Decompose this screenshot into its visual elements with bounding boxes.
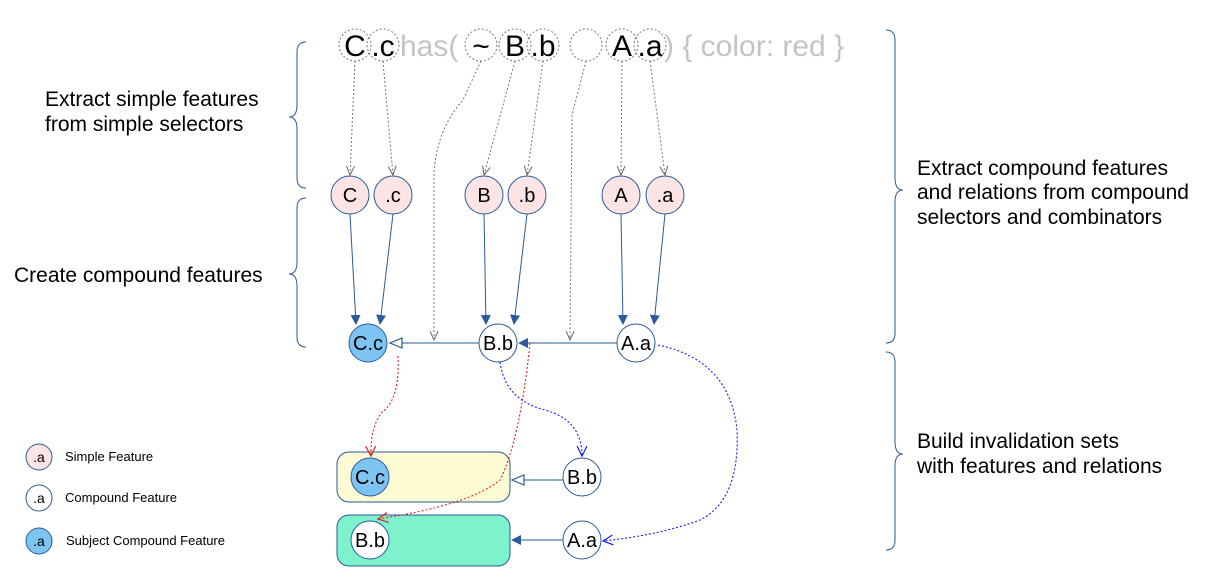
legend-symbol: .a	[33, 490, 45, 506]
set-source-label: A.a	[567, 530, 598, 552]
token-has: has(	[400, 30, 458, 63]
arrow-extract-dot-c	[382, 60, 393, 175]
compound-label: B.b	[483, 333, 513, 355]
brace-build-sets	[885, 351, 904, 551]
arrow-extract-dot-a	[649, 60, 665, 175]
arrow-compose-dot-c	[376, 213, 394, 325]
token-A: A	[612, 30, 632, 63]
subject-compound-feature	[348, 323, 388, 363]
build-arrow-right-blue	[603, 344, 738, 541]
simple-feature-label: A	[614, 185, 628, 207]
label-extract-compound-line3: selectors and combinators	[917, 206, 1162, 229]
annotations: Extract simple features from simple sele…	[14, 88, 1189, 478]
brace-create-compound	[288, 197, 307, 348]
arrow-combinator-descendant	[570, 60, 587, 340]
compound-label: C.c	[353, 333, 383, 355]
legend-symbol: .a	[33, 533, 45, 549]
arrow-extract-dot-b	[527, 60, 544, 175]
token-C: C	[344, 30, 366, 63]
build-arrow-middle	[378, 342, 531, 519]
simple-feature-label: .b	[519, 185, 536, 207]
brace-extract-compound	[885, 29, 904, 344]
simple-feature-label: C	[343, 185, 357, 207]
simple-features: C .c B .b A .a	[330, 175, 685, 215]
label-build-sets-line2: with features and relations	[916, 455, 1162, 478]
simple-feature-label: B	[477, 185, 490, 207]
legend-subject-label: Subject Compound Feature	[66, 533, 225, 548]
compound-feature-B-b	[478, 323, 518, 363]
label-extract-compound-line1: Extract compound features	[917, 157, 1168, 180]
legend-simple-label: Simple Feature	[65, 449, 153, 464]
simple-feature-label: .c	[385, 185, 401, 207]
set1-source-feature	[562, 457, 602, 497]
token-dot-a: .a	[637, 30, 662, 63]
label-extract-simple-line2: from simple selectors	[45, 113, 243, 136]
build-arrow-middle-blue	[499, 361, 582, 456]
legend-symbol: .a	[33, 449, 45, 465]
token-circle-space	[569, 28, 603, 62]
brace-extract-simple	[288, 41, 307, 189]
set-inner-label: C.c	[355, 467, 385, 489]
compound-label: A.a	[621, 333, 652, 355]
arrow-extract-B	[484, 60, 516, 175]
invalidation-sets: C.c B.b B.b A.a	[336, 451, 602, 567]
arrow-compose-dot-b	[510, 213, 528, 325]
legend-simple-swatch	[25, 443, 53, 471]
legend-subject-swatch	[25, 527, 53, 555]
extraction-arrows	[350, 60, 665, 340]
token-tilde: ~	[472, 30, 490, 63]
build-arrows	[371, 342, 738, 541]
token-B: B	[505, 30, 525, 63]
set1-subject-feature	[350, 457, 390, 497]
arrow-compose-C	[349, 213, 361, 325]
compound-features: C.c B.b A.a	[348, 323, 656, 363]
set-source-label: B.b	[567, 467, 597, 489]
arrow-compose-A	[617, 213, 628, 325]
set-inner-label: B.b	[355, 530, 385, 552]
build-arrow-subject	[371, 355, 399, 456]
token-dot-b: .b	[530, 30, 555, 63]
compound-arrows	[349, 213, 666, 343]
label-extract-compound-line2: and relations from compound	[917, 181, 1189, 204]
legend-compound-label: Compound Feature	[65, 490, 177, 505]
compound-feature-A-a	[616, 323, 656, 363]
arrow-extract-A	[621, 60, 622, 175]
simple-feature-label: .a	[657, 185, 675, 207]
legend: .a .a .a Simple Feature Compound Feature…	[25, 443, 225, 555]
arrow-extract-C	[350, 60, 356, 175]
arrow-combinator-tilde	[434, 60, 482, 340]
arrow-compose-B	[480, 213, 491, 325]
label-create-compound: Create compound features	[14, 264, 263, 287]
label-build-sets-line1: Build invalidation sets	[917, 430, 1119, 453]
selector-row: C .c has( ~ B .b A .a ) { color: red }	[338, 28, 844, 63]
braces	[288, 29, 904, 551]
legend-compound-swatch	[25, 484, 53, 512]
label-extract-simple-line1: Extract simple features	[45, 88, 259, 111]
set2-compound-feature	[350, 520, 390, 560]
token-dot-c: .c	[371, 30, 394, 63]
token-declaration: ) { color: red }	[664, 30, 844, 63]
arrow-compose-dot-a	[649, 213, 666, 325]
